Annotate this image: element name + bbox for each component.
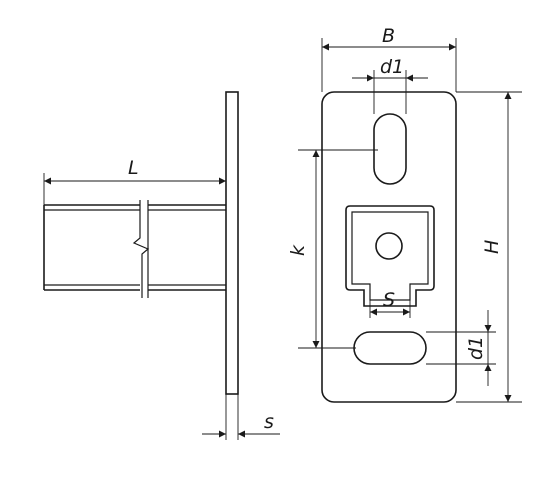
label-L: L bbox=[128, 157, 139, 179]
center-hole bbox=[375, 232, 403, 260]
dimension-B: B bbox=[321, 25, 457, 92]
dimension-k: k bbox=[287, 149, 378, 349]
front-view: B d1 k H S bbox=[287, 25, 522, 403]
label-s: s bbox=[264, 411, 274, 433]
dimension-d1-top: d1 bbox=[352, 56, 428, 114]
horizontal-slot bbox=[353, 331, 427, 365]
dimension-d1-side: d1 bbox=[426, 310, 496, 386]
label-S: S bbox=[383, 289, 395, 311]
dimension-s: s bbox=[202, 394, 280, 440]
vertical-slot bbox=[373, 113, 407, 185]
dimension-H: H bbox=[456, 91, 522, 403]
label-d1-side: d1 bbox=[465, 336, 487, 360]
front-plate bbox=[321, 91, 457, 403]
side-channel bbox=[43, 200, 226, 298]
label-d1-top: d1 bbox=[380, 56, 404, 78]
side-view: L s bbox=[43, 91, 280, 440]
dimension-S: S bbox=[369, 289, 411, 318]
dimension-L: L bbox=[43, 157, 226, 205]
label-B: B bbox=[382, 25, 395, 47]
side-base-plate bbox=[225, 91, 239, 395]
nut-frame-outer bbox=[345, 205, 435, 307]
label-H: H bbox=[481, 240, 503, 254]
label-k: k bbox=[287, 244, 309, 256]
nut-frame-inner bbox=[351, 211, 429, 301]
